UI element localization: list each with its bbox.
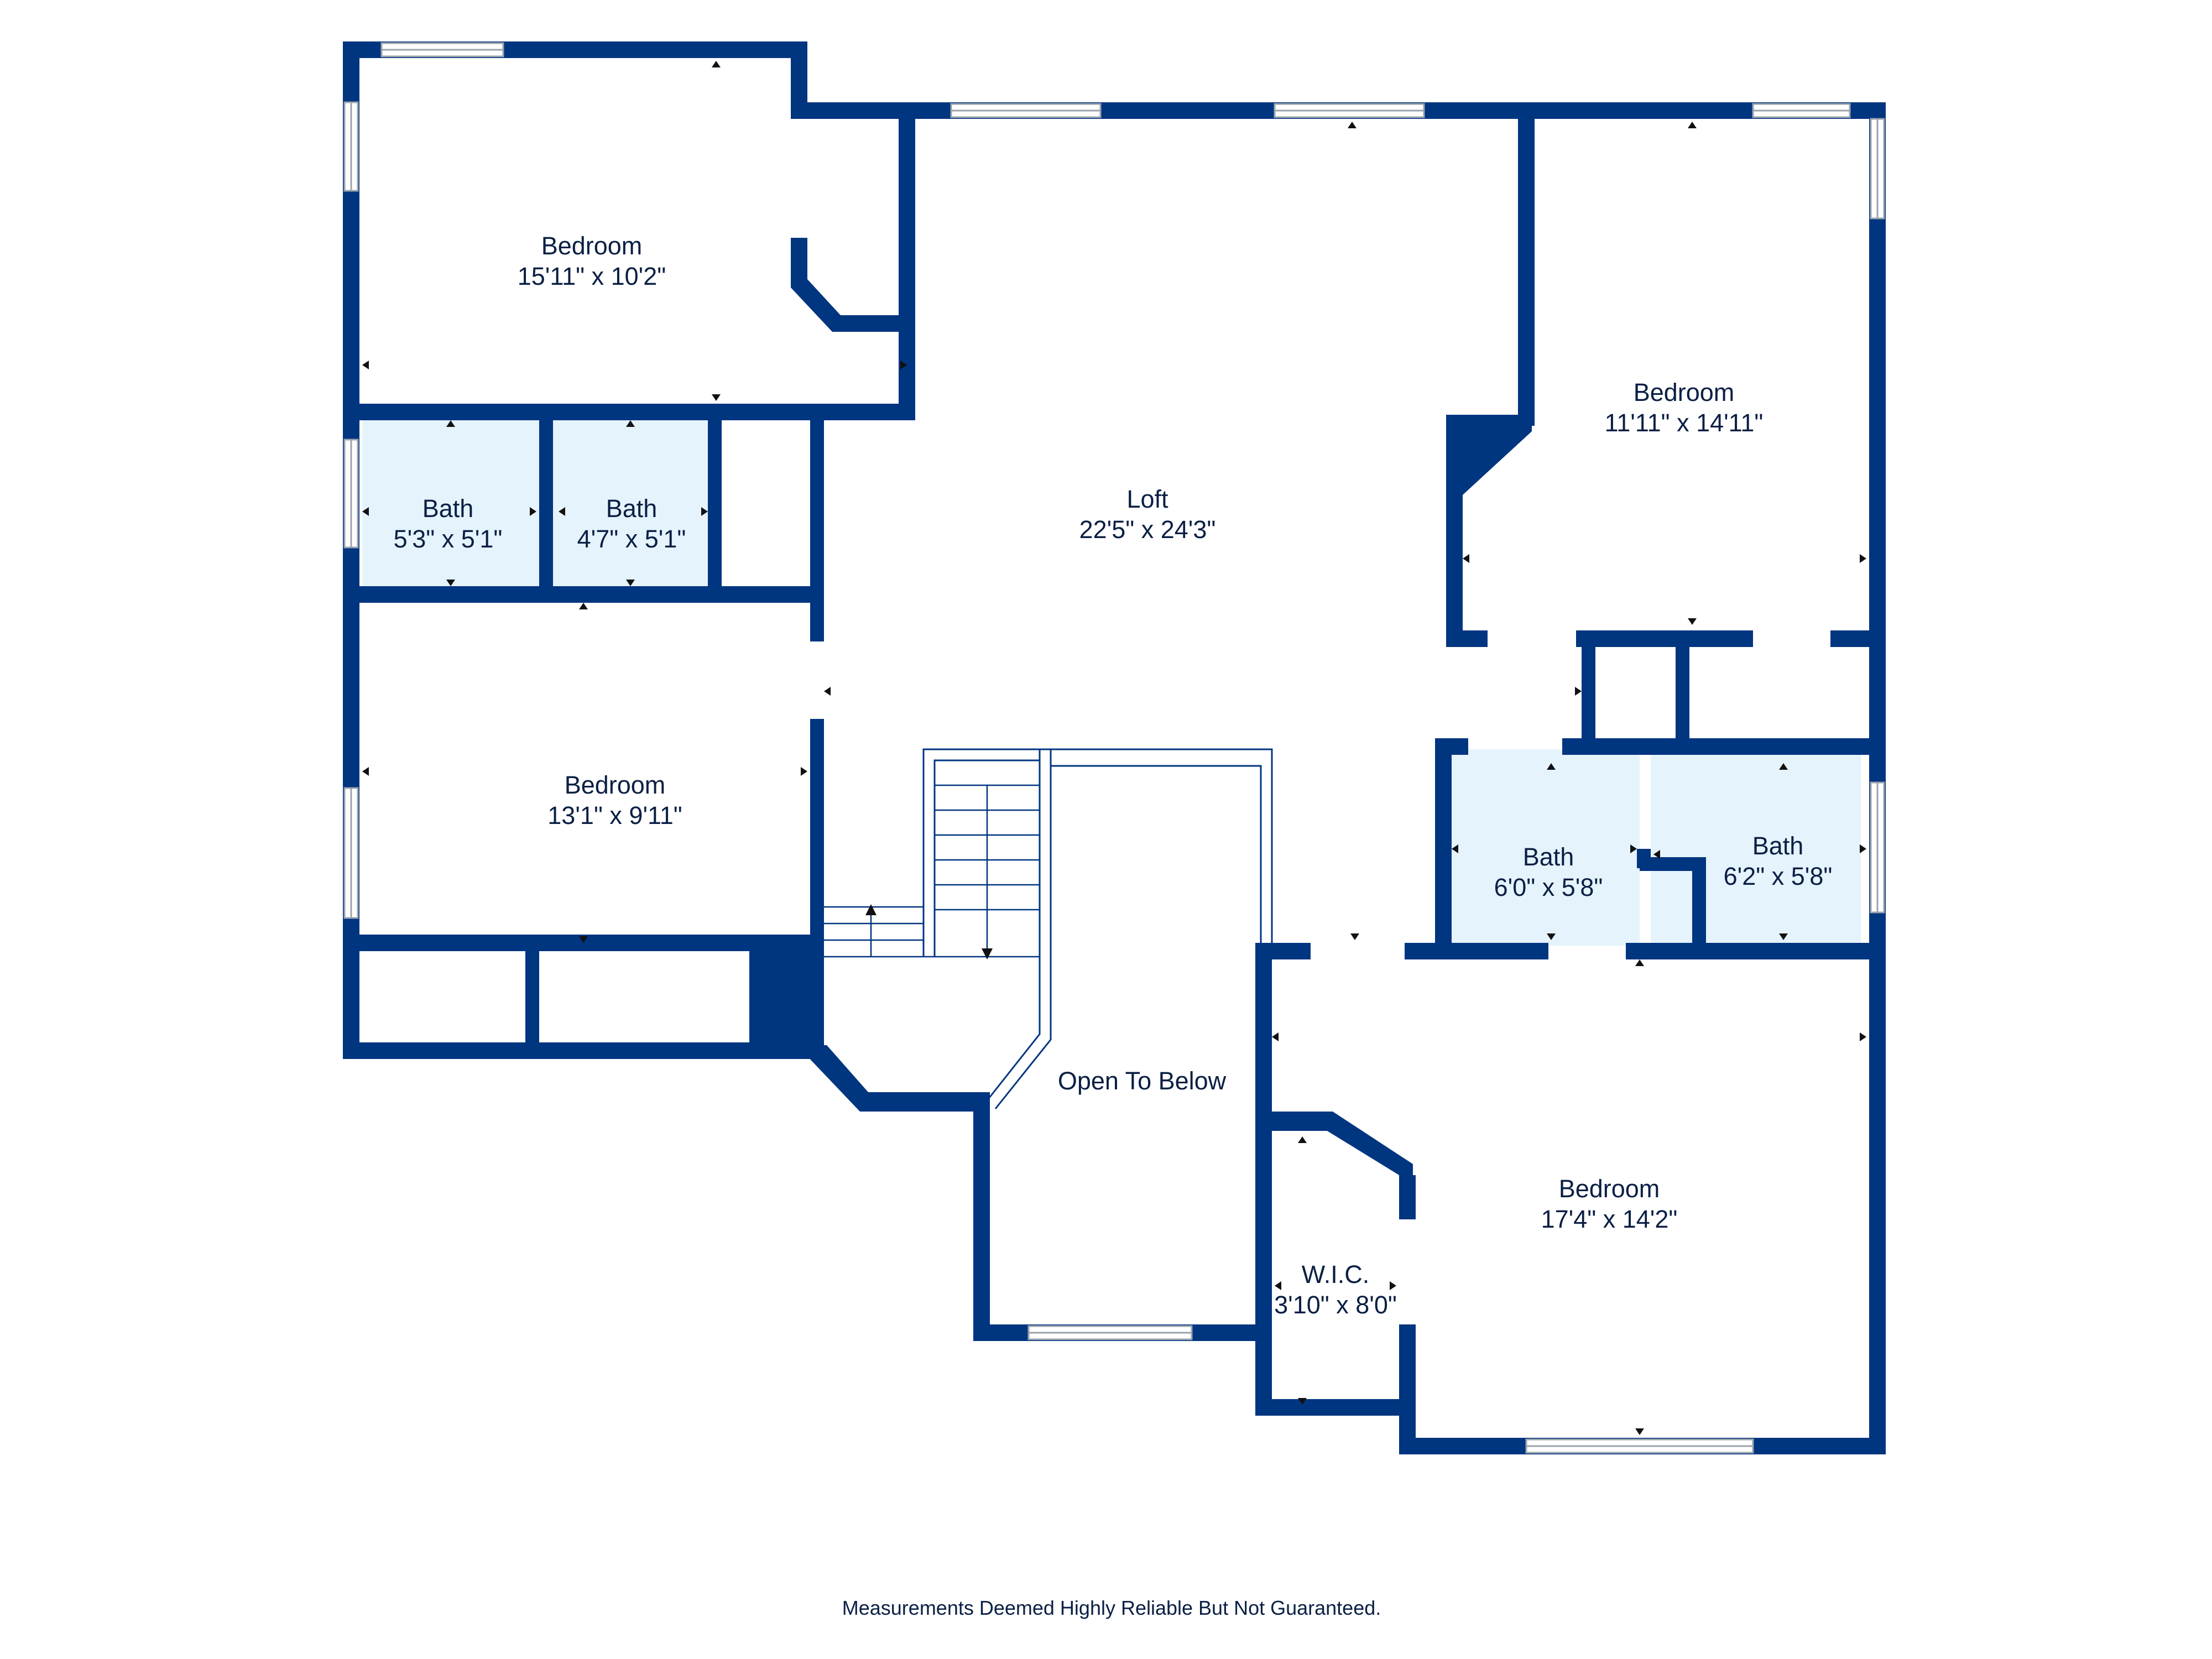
room-bath-mid: Bath 4'7" x 5'1" [577, 494, 686, 553]
room-name: Bath [1752, 832, 1804, 860]
room-dimensions: 5'3" x 5'1" [394, 525, 503, 553]
room-loft: Loft 22'5" x 24'3" [1079, 485, 1216, 544]
room-name: Open To Below [1058, 1067, 1227, 1095]
room-name: Loft [1126, 485, 1168, 513]
room-dimensions: 4'7" x 5'1" [577, 525, 686, 553]
room-bedroom-top-right: Bedroom 11'11" x 14'11" [1605, 378, 1764, 437]
room-bedroom-top-left: Bedroom 15'11" x 10'2" [518, 232, 666, 290]
room-dimensions: 15'11" x 10'2" [518, 262, 666, 290]
room-bath-right-a: Bath 6'0" x 5'8" [1494, 843, 1603, 901]
windows [343, 42, 1885, 1454]
room-dimensions: 17'4" x 14'2" [1541, 1205, 1678, 1233]
room-dimensions: 6'2" x 5'8" [1724, 862, 1833, 890]
room-bedroom-bottom-right: Bedroom 17'4" x 14'2" [1541, 1175, 1678, 1233]
room-dimensions: 22'5" x 24'3" [1079, 515, 1216, 544]
room-dimensions: 11'11" x 14'11" [1605, 409, 1764, 437]
room-name: Bedroom [1559, 1175, 1660, 1203]
room-name: W.I.C. [1302, 1260, 1370, 1288]
room-open-to-below: Open To Below [1058, 1067, 1227, 1095]
room-bath-right-b: Bath 6'2" x 5'8" [1724, 832, 1833, 890]
room-dimensions: 6'0" x 5'8" [1494, 873, 1603, 901]
room-bedroom-mid-left: Bedroom 13'1" x 9'11" [547, 771, 682, 830]
staircase [824, 748, 1273, 1109]
room-name: Bedroom [1634, 378, 1735, 406]
room-dimensions: 13'1" x 9'11" [547, 801, 682, 830]
door-markers [362, 61, 1866, 1435]
room-name: Bath [606, 494, 658, 523]
bath-fills [362, 418, 1861, 946]
room-dimensions: 3'10" x 8'0" [1274, 1291, 1397, 1319]
room-wic: W.I.C. 3'10" x 8'0" [1274, 1260, 1397, 1319]
room-bath-left: Bath 5'3" x 5'1" [394, 494, 503, 553]
room-name: Bath [1523, 843, 1574, 871]
disclaimer: Measurements Deemed Highly Reliable But … [842, 1597, 1381, 1619]
room-name: Bedroom [565, 771, 666, 799]
room-name: Bath [422, 494, 474, 523]
room-name: Bedroom [541, 232, 643, 260]
